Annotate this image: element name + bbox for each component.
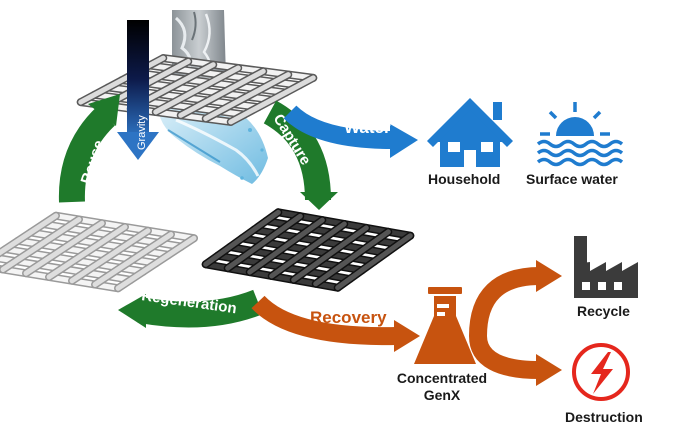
mesh-strand xyxy=(291,225,369,283)
recovery-label: Recovery xyxy=(310,308,387,327)
gravity-arrow-icon xyxy=(117,20,159,160)
mesh-strand xyxy=(115,235,197,291)
concentrated-line-1: Concentrated xyxy=(396,370,488,386)
house-icon xyxy=(427,98,513,167)
water-label: Water xyxy=(344,118,391,137)
water-arrow xyxy=(283,105,418,158)
flask-icon xyxy=(414,287,476,364)
mesh-strand xyxy=(203,209,281,267)
mesh-strand xyxy=(92,232,174,287)
mesh-strand xyxy=(228,75,316,125)
reuse-arrow: Reuse xyxy=(58,94,120,203)
destruction-label: Destruction xyxy=(565,409,643,425)
regeneration-arrow: Regeneration xyxy=(118,287,263,328)
mesh-saturated-icon xyxy=(201,208,415,292)
gravity-label: Gravity xyxy=(136,115,148,150)
recovery-arrow xyxy=(251,295,420,352)
surface-water-label: Surface water xyxy=(526,171,618,187)
household-label: Household xyxy=(428,171,501,187)
factory-icon xyxy=(574,236,638,298)
mesh-strand xyxy=(247,217,325,275)
mesh-icon xyxy=(76,54,318,126)
mesh-strand xyxy=(178,68,266,118)
mesh-strand xyxy=(153,65,241,115)
concentrated-genx-label: Concentrated GenX xyxy=(392,370,492,404)
mesh-strand xyxy=(78,55,166,105)
mesh-strand xyxy=(269,221,347,279)
sunset-water-icon xyxy=(536,102,624,167)
capture-unit: Gravity xyxy=(76,10,318,184)
concentrated-line-2: GenX xyxy=(423,387,461,403)
mesh-strand xyxy=(69,228,151,284)
recycle-label: Recycle xyxy=(577,303,630,319)
mesh-strand xyxy=(313,229,391,287)
lightning-icon xyxy=(572,343,630,401)
split-arrows xyxy=(469,260,562,386)
mesh-strand xyxy=(0,213,59,256)
mesh-strand xyxy=(0,217,82,272)
mesh-strand xyxy=(23,220,105,276)
mesh-strand xyxy=(335,233,413,291)
mesh-strand xyxy=(225,213,303,271)
mesh-strand xyxy=(46,224,128,280)
mesh-clean-icon xyxy=(0,211,198,293)
mesh-strand xyxy=(203,72,291,122)
